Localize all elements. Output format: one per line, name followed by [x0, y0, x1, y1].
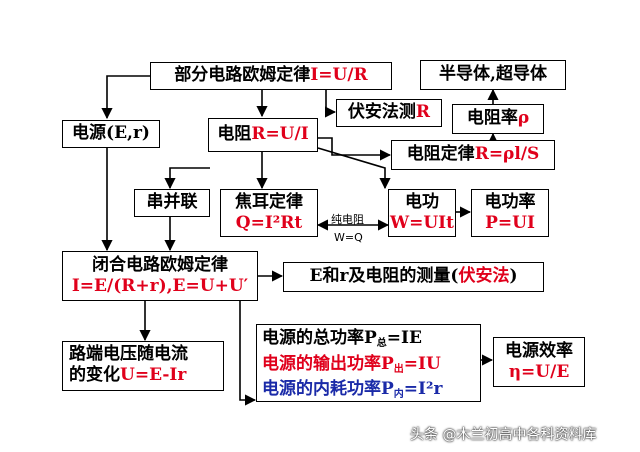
edge-resistance-to-law: [318, 137, 392, 161]
resistivity-formula: ρ: [517, 108, 530, 129]
power-formula: P=UI: [485, 213, 535, 233]
closed-ohm-formula: I=E/(R+r),E=U+U′: [71, 276, 249, 296]
power-total-text: 电源的总功率P: [262, 328, 377, 348]
closed-ohm-text: 闭合电路欧姆定律: [92, 254, 228, 275]
power-internal-sub: 内: [393, 389, 404, 400]
partial-ohm-text: 部分电路欧姆定律: [174, 65, 311, 86]
edge-closed-to-powers: [239, 301, 257, 406]
semiconductor-text: 半导体,超导体: [439, 64, 547, 85]
power-text: 电功率: [484, 191, 536, 212]
terminal-voltage-line2: 的变化: [69, 365, 120, 386]
measurement-text: E和r及电阻的测量(: [309, 266, 459, 287]
work-text: 电功: [405, 191, 439, 212]
joule-formula: Q=I²Rt: [235, 213, 303, 233]
watermark: 头条 @木兰初高中各科资料库: [410, 427, 597, 443]
power-total-eq: =IE: [386, 328, 422, 348]
node-joule: 焦耳定律 Q=I²Rt: [220, 189, 318, 237]
edge-partial-to-voltammetry: [324, 90, 337, 118]
power-output-sub: 出: [393, 363, 404, 375]
work-formula: W=UIt: [390, 213, 454, 233]
power-output-text: 电源的输出功率P: [262, 353, 394, 374]
terminal-voltage-formula: U=E-Ir: [120, 365, 187, 386]
edge-label-pure-resistance: 纯电阻: [331, 213, 364, 226]
node-measurement: E和r及电阻的测量(伏安法): [283, 262, 544, 292]
node-efficiency: 电源效率 η=U/E: [493, 337, 585, 387]
power-output-row: 电源的输出功率P出=IU: [262, 352, 475, 378]
node-closed-ohm: 闭合电路欧姆定律 I=E/(R+r),E=U+U′: [62, 251, 258, 301]
resistance-formula: R=U/I: [251, 124, 309, 145]
node-terminal-voltage: 路端电压随电流 的变化U=E-Ir: [62, 341, 224, 391]
power-internal-row: 电源的内耗功率P内=I²r: [262, 377, 475, 403]
terminal-voltage-line1: 路端电压随电流: [69, 344, 188, 364]
resistivity-text: 电阻率: [466, 108, 518, 129]
edge-partial-to-source: [101, 75, 150, 120]
edge-label-w-eq-q: W=Q: [334, 231, 363, 244]
edge-resistance-to-work: [317, 147, 391, 190]
power-internal-eq: =I²r: [403, 379, 443, 399]
node-source-powers: 电源的总功率P总=IE 电源的输出功率P出=IU 电源的内耗功率P内=I²r: [256, 324, 481, 402]
efficiency-formula: η=U/E: [508, 362, 570, 382]
node-work: 电功 W=UIt: [388, 189, 456, 237]
joule-text: 焦耳定律: [235, 191, 303, 212]
power-total-sub: 总: [376, 338, 387, 349]
measurement-highlight: 伏安法: [458, 266, 510, 287]
power-source-text: 电源(E,r): [72, 123, 150, 144]
resistance-text: 电阻: [217, 124, 252, 145]
measurement-suffix: ): [509, 266, 518, 287]
resistance-law-text: 电阻定律: [406, 144, 475, 165]
power-total-row: 电源的总功率P总=IE: [262, 326, 475, 352]
power-internal-text: 电源的内耗功率P: [262, 379, 394, 399]
node-power: 电功率 P=UI: [471, 189, 549, 237]
edge-resistance-to-series: [164, 167, 210, 190]
partial-ohm-formula: I=U/R: [310, 65, 368, 86]
node-power-source: 电源(E,r): [62, 120, 160, 148]
voltammetry-text: 伏安法测: [347, 102, 416, 123]
resistance-law-formula: R=ρl/S: [474, 144, 540, 165]
voltammetry-formula: R: [415, 102, 431, 123]
series-parallel-text: 串并联: [146, 192, 198, 213]
power-output-eq: =IU: [403, 353, 441, 374]
efficiency-text: 电源效率: [505, 340, 573, 361]
node-series-parallel: 串并联: [134, 189, 210, 217]
node-semiconductor: 半导体,超导体: [420, 60, 566, 90]
